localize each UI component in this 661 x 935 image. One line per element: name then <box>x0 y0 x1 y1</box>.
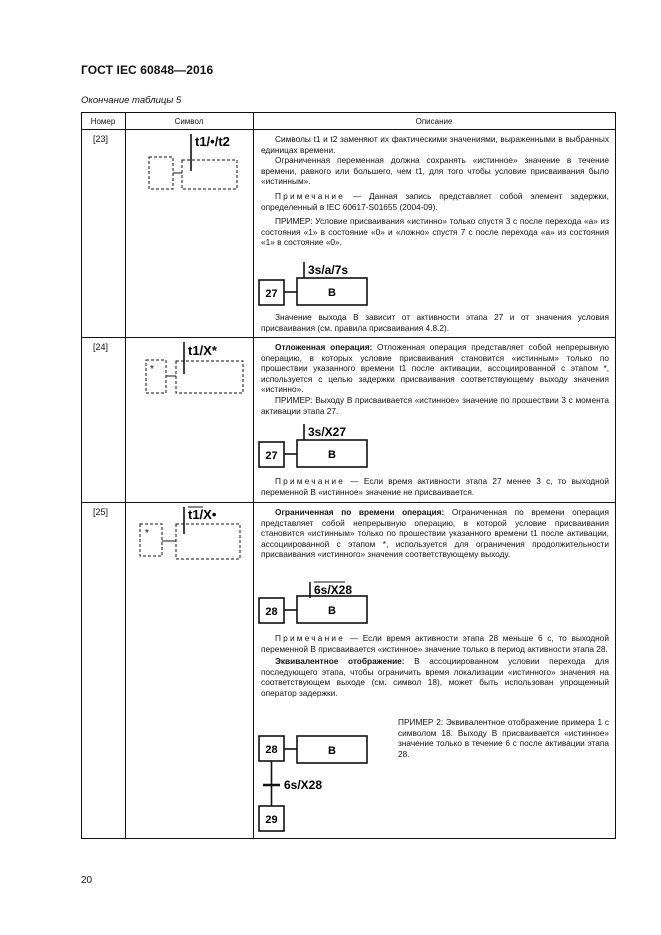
row-note: Примечание — Если время активности этапа… <box>261 476 609 497</box>
row-number: [25] <box>93 507 109 517</box>
row-description-end: Значение выхода В зависит от активности … <box>261 312 609 333</box>
delay-symbol-graphic: t1/•/t2 <box>148 134 238 190</box>
example-step: 27 <box>265 288 277 300</box>
document-header: ГОСТ IEC 60848—2016 <box>81 63 214 77</box>
example-condition: 3s/a/7s <box>308 263 348 277</box>
equivalent-diagram: 28 B 6s/X28 29 <box>258 735 368 832</box>
symbol-label: t1/X* <box>188 343 218 358</box>
row-note: Примечание — Если время активности этапа… <box>261 633 609 698</box>
row-description: Ограниченная по времени операция: Ограни… <box>261 507 610 560</box>
table-caption: Окончание таблицы 5 <box>81 95 182 106</box>
row-number: [23] <box>93 134 109 144</box>
time-limited-action-symbol-graphic: t1/X• * <box>139 506 241 560</box>
column-header-symbol: Символ <box>174 117 204 126</box>
example-diagram: 3s/X27 27 B <box>258 424 368 468</box>
example-condition: 6s/X28 <box>314 583 352 597</box>
row-description: Отложенная операция: Отложенная операция… <box>261 342 609 416</box>
row-description: Символы t1 и t2 заменяют их фактическими… <box>261 134 609 248</box>
example-step: 28 <box>265 744 277 756</box>
column-header-number: Номер <box>90 117 116 126</box>
symbol-label: t1/•/t2 <box>195 134 230 149</box>
example-diagram: 3s/a/7s 27 B <box>258 262 368 306</box>
example-step: 28 <box>265 606 277 618</box>
example-diagram: 6s/X28 28 B <box>258 581 368 624</box>
example-step: 27 <box>265 450 277 462</box>
page-number: 20 <box>81 875 93 886</box>
example-condition: 3s/X27 <box>308 425 346 439</box>
example-action: B <box>328 449 336 461</box>
next-step: 29 <box>265 814 277 826</box>
step-star: * <box>150 364 154 375</box>
column-header-description: Описание <box>415 117 453 126</box>
transition-condition: 6s/X28 <box>284 778 322 792</box>
example-2-text: ПРИМЕР 2: Эквивалентное отображение прим… <box>398 717 609 759</box>
example-action: B <box>328 287 336 299</box>
symbol-label: t1/X• <box>188 507 217 522</box>
row-number: [24] <box>93 342 109 352</box>
example-action: B <box>328 605 336 617</box>
step-star: * <box>145 528 149 539</box>
delayed-action-symbol-graphic: t1/X* * <box>145 342 244 394</box>
example-action: B <box>328 745 336 757</box>
